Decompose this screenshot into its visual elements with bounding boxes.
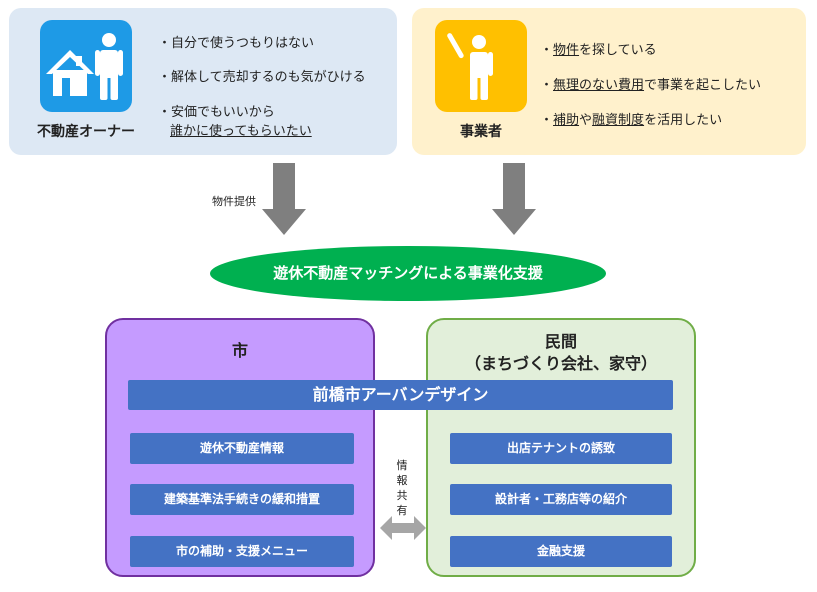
business-bullet-2: ・無理のない費用で事業を起こしたい (540, 77, 761, 95)
house-person-icon (46, 33, 123, 100)
down-arrow-left (262, 163, 306, 235)
private-item-designer: 設計者・工務店等の紹介 (450, 484, 672, 515)
city-title: 市 (231, 341, 248, 360)
info-share-label: 情 報 共 有 (395, 458, 409, 518)
bb3-p3: 融資制度 (592, 113, 645, 128)
city-item-vacant-info: 遊休不動産情報 (130, 433, 354, 464)
owner-bullet-2: ・解体して売却するのも気がひける (158, 69, 366, 87)
business-label: 事業者 (460, 124, 502, 140)
owner-label: 不動産オーナー (37, 124, 135, 140)
down-arrow-right (492, 163, 536, 235)
info-share-char-2: 報 (396, 474, 408, 487)
owner-bullet-1: ・自分で使うつもりはない (158, 35, 314, 53)
business-icon-tile (435, 20, 527, 112)
city-item-subsidy-menu: 市の補助・支援メニュー (130, 536, 354, 567)
owner-bullet-2-text: ・解体して売却するのも気がひける (158, 70, 366, 85)
bb1-p2: を探している (579, 43, 657, 58)
bb1-p1: 物件 (553, 43, 580, 58)
person-raising-hand-icon (447, 33, 493, 100)
owner-icon-tile (40, 20, 132, 112)
owner-bullet-3-cont: 誰かに使ってもらいたい (170, 123, 312, 141)
bb2-p0: ・ (540, 78, 554, 93)
bb3-p4: を活用したい (644, 113, 723, 128)
banner-ellipse (210, 246, 606, 301)
owner-bullet-1-text: ・自分で使うつもりはない (158, 36, 315, 51)
double-arrow-icon (380, 516, 426, 540)
person-icon (95, 33, 123, 100)
private-title-line2: （まちづくり会社、家守） (464, 354, 657, 373)
private-item-tenant: 出店テナントの誘致 (450, 433, 672, 464)
bb3-p0: ・ (540, 113, 554, 128)
bb3-p1: 補助 (553, 113, 580, 128)
owner-bullet-3-text: ・安価でもいいから (158, 105, 275, 120)
owner-bullet-3-cont-text: 誰かに使ってもらいたい (170, 124, 312, 139)
info-share-char-4: 有 (396, 504, 408, 517)
city-item-building-relief: 建築基準法手続きの緩和措置 (130, 484, 354, 515)
private-item-finance: 金融支援 (450, 536, 672, 567)
urban-design-bar: 前橋市アーバンデザイン (128, 380, 673, 410)
bb1-p0: ・ (540, 43, 554, 58)
bb2-p2: で事業を起こしたい (644, 78, 762, 93)
house-icon (46, 50, 94, 96)
bb2-p1: 無理のない費用 (553, 78, 645, 93)
business-bullet-3: ・補助や融資制度を活用したい (540, 112, 722, 130)
property-provision-label: 物件提供 (212, 195, 256, 208)
bb3-p2: や (579, 113, 593, 128)
private-title-line1: 民間 (544, 332, 577, 351)
info-share-char-1: 情 (396, 459, 408, 472)
info-share-char-3: 共 (396, 489, 408, 502)
banner-text: 遊休不動産マッチングによる事業化支援 (273, 264, 543, 282)
owner-bullet-3: ・安価でもいいから (158, 104, 275, 122)
business-bullet-1: ・物件を探している (540, 42, 657, 60)
